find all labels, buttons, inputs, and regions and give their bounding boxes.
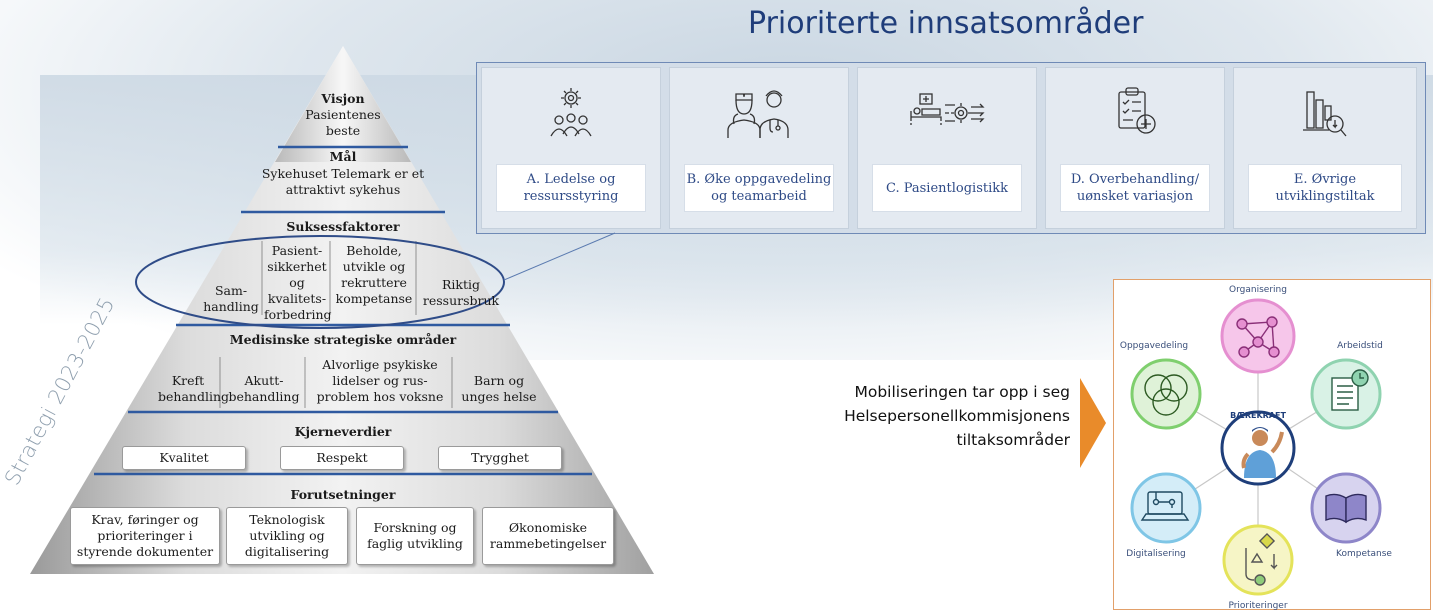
priority-card-label: A. Ledelse og ressursstyring xyxy=(496,164,646,212)
medical-item: Akutt-behandling xyxy=(228,373,300,404)
medical-title: Medisinske strategiske områder xyxy=(229,332,457,347)
success-item: Pasient-sikkerhet og kvalitets-forbedrin… xyxy=(264,243,332,322)
vision-text: Pasientenes beste xyxy=(305,107,381,138)
clipboard-plus-icon xyxy=(1118,87,1156,134)
mobilisation-line: tiltaksområder xyxy=(956,431,1070,449)
goal-title: Mål xyxy=(329,149,357,164)
value-box: Respekt xyxy=(280,446,404,470)
nurse-doctor-icon xyxy=(727,90,789,138)
priority-card-label: C. Pasientlogistikk xyxy=(872,164,1022,212)
organisering-icon xyxy=(1220,298,1296,374)
sustainability-poster: BÆREKRAFT Organisering Arbeidstid Kompet… xyxy=(1113,279,1431,611)
priority-card-label: B. Øke oppgavedeling og teamarbeid xyxy=(684,164,834,212)
value-box: Trygghet xyxy=(438,446,562,470)
medical-item: Kreft behandling xyxy=(158,373,230,404)
leadership-gear-people-icon xyxy=(550,88,592,137)
goal-text: Sykehuset Telemark er et attraktivt syke… xyxy=(261,166,425,197)
area-label: Arbeidstid xyxy=(1337,341,1383,351)
mobilisation-line: Mobiliseringen tar opp i seg xyxy=(854,383,1070,401)
success-item: Beholde, utvikle og rekruttere kompetans… xyxy=(335,243,413,306)
success-item: Riktig ressursbruk xyxy=(422,277,500,308)
priority-card-d: D. Overbehandling/ uønsket variasjon xyxy=(1045,67,1225,229)
prereq-box: Krav, føringer og prioriteringer i styre… xyxy=(70,507,220,565)
priority-title: Prioriterte innsatsområder xyxy=(748,6,1144,41)
priority-card-c: C. Pasientlogistikk xyxy=(857,67,1037,229)
pyramid-shape xyxy=(30,46,654,574)
priority-card-label: D. Overbehandling/ uønsket variasjon xyxy=(1060,164,1210,212)
area-label: Kompetanse xyxy=(1336,549,1392,559)
prioriteringer-icon xyxy=(1222,524,1294,596)
priority-card-e: E. Øvrige utviklingstiltak xyxy=(1233,67,1417,229)
chart-magnifier-icon xyxy=(1303,91,1347,137)
mobilisation-text: Mobiliseringen tar opp i seg Helseperson… xyxy=(800,380,1070,452)
strategy-pyramid: Visjon Pasientenes beste Mål Sykehuset T… xyxy=(0,0,680,610)
oppgavedeling-icon xyxy=(1130,358,1202,430)
prereq-title: Forutsetninger xyxy=(290,487,396,502)
area-label: Digitalisering xyxy=(1126,549,1186,559)
area-label: Prioriteringer xyxy=(1228,601,1287,611)
medical-item: Alvorlige psykiske lidelser og rus-probl… xyxy=(316,357,444,404)
priority-card-b: B. Øke oppgavedeling og teamarbeid xyxy=(669,67,849,229)
success-title: Suksessfaktorer xyxy=(286,219,400,234)
prereq-box: Forskning og faglig utvikling xyxy=(356,507,474,565)
bed-gear-icon xyxy=(910,93,985,125)
success-item: Sam-handling xyxy=(203,283,259,314)
area-label: Oppgavedeling xyxy=(1120,341,1188,351)
area-label: Organisering xyxy=(1229,285,1287,295)
mobilisation-line: Helsepersonellkommisjonens xyxy=(844,407,1070,425)
vision-title: Visjon xyxy=(321,91,365,106)
baerekraft-center xyxy=(1220,410,1296,486)
priority-card-a: A. Ledelse og ressursstyring xyxy=(481,67,661,229)
center-label: BÆREKRAFT xyxy=(1230,411,1286,420)
priority-card-label: E. Øvrige utviklingstiltak xyxy=(1248,164,1402,212)
value-box: Kvalitet xyxy=(122,446,246,470)
poster-graphic: BÆREKRAFT Organisering Arbeidstid Kompet… xyxy=(1120,285,1393,611)
prereq-box: Økonomiske rammebetingelser xyxy=(482,507,614,565)
digitalisering-icon xyxy=(1130,472,1202,544)
medical-item: Barn og unges helse xyxy=(461,373,537,404)
orange-arrow-icon xyxy=(1080,378,1106,468)
prereq-box: Teknologisk utvikling og digitalisering xyxy=(226,507,348,565)
values-title: Kjerneverdier xyxy=(294,424,392,439)
priority-panel: A. Ledelse og ressursstyring B. Øke oppg… xyxy=(476,62,1426,234)
